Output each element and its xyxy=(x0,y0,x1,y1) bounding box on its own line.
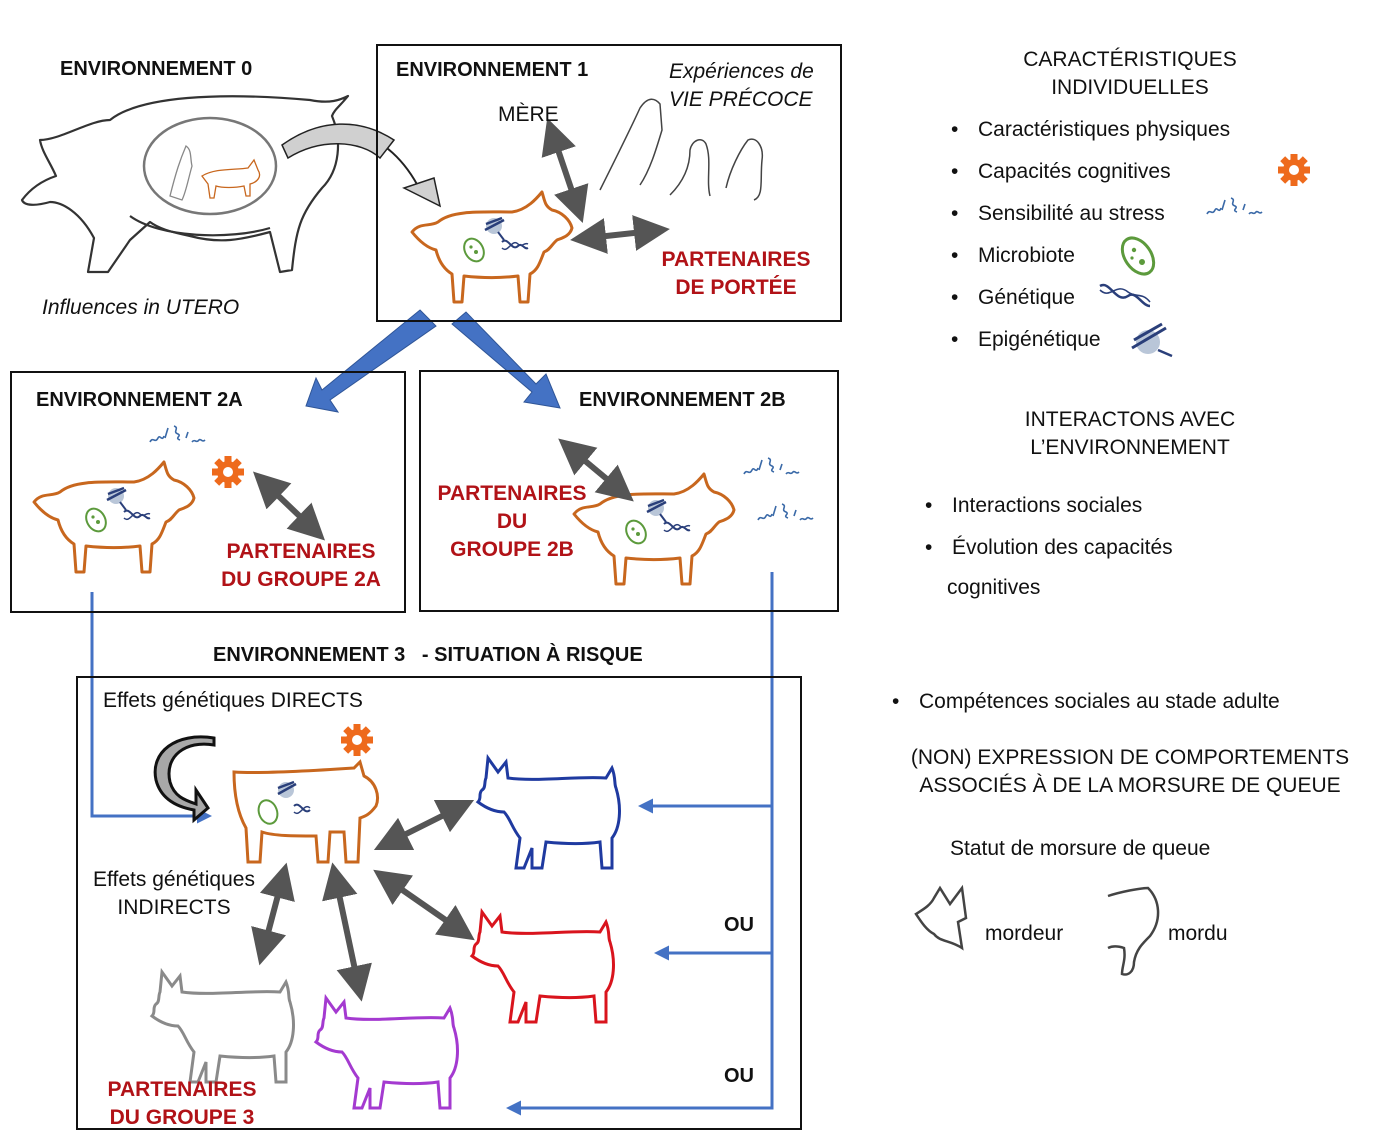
env0-title: ENVIRONNEMENT 0 xyxy=(60,58,253,80)
env1-box xyxy=(376,44,842,322)
direct-effect-curved-arrow xyxy=(153,735,216,824)
individual-characteristics-list: Caractéristiques physiques Capacités cog… xyxy=(951,116,1230,368)
group2a-interaction-arrow xyxy=(252,471,326,541)
in-utero-caption: Influences in UTERO xyxy=(42,296,240,319)
group2b-partners-label: PARTENAIRES DU GROUPE 2B xyxy=(428,480,596,564)
list-item-adult-social-skills: Compétences sociales au stade adulte xyxy=(892,688,1280,730)
list-item-physical: Caractéristiques physiques xyxy=(951,116,1230,158)
interaction-heading-line1: INTERACTONS AVEC xyxy=(1024,408,1236,431)
individual-heading-line1: CARACTÉRISTIQUES xyxy=(1023,48,1237,71)
womb-ellipse xyxy=(142,116,278,216)
environment-interactions-list: Interactions sociales Évolution des capa… xyxy=(925,492,1173,576)
indirect-effects-line2: INDIRECTS xyxy=(117,896,231,919)
individual-characteristics-heading: CARACTÉRISTIQUES INDIVIDUELLES xyxy=(1000,46,1260,102)
biter-label: mordeur xyxy=(985,922,1064,945)
litter-interaction-arrow xyxy=(570,215,670,254)
env3-box xyxy=(76,676,802,1130)
in-utero-to-env1-arrow xyxy=(281,123,442,208)
legend-biter-head-icon xyxy=(914,884,968,951)
interaction-heading-line2: L’ENVIRONNEMENT xyxy=(1030,436,1230,459)
group2a-partners-line1: PARTENAIRES xyxy=(226,540,376,563)
group2a-partners-line2: DU GROUPE 2A xyxy=(221,568,381,591)
list-item-cognitive: Capacités cognitives xyxy=(951,158,1230,200)
env3-subtitle: - SITUATION À RISQUE xyxy=(421,644,643,666)
sow-illustration xyxy=(20,94,350,274)
flow-arrow-env1-to-env2b xyxy=(451,311,561,409)
litter-partners-line2: DE PORTÉE xyxy=(675,276,797,299)
legend-gear-icon xyxy=(1278,154,1310,186)
env3-title-main: ENVIRONNEMENT 3 xyxy=(213,644,406,666)
mother-label: MÈRE xyxy=(498,103,559,126)
group2a-partners-label: PARTENAIRES DU GROUPE 2A xyxy=(208,538,394,594)
or-label-1: OU xyxy=(724,914,754,936)
early-life-piglets-sketch xyxy=(599,98,764,201)
legend-bitten-rear-icon xyxy=(1107,886,1160,976)
list-item-cognitive-evolution: Évolution des capacités xyxy=(925,534,1173,576)
interaction-arrow-purple-pig xyxy=(322,862,372,1002)
env2b-box xyxy=(419,370,839,612)
interaction-arrow-grey-pig xyxy=(251,862,295,966)
group3-partners-label: PARTENAIRES DU GROUPE 3 xyxy=(92,1076,272,1132)
expression-heading-line2: ASSOCIÉS À DE LA MORSURE DE QUEUE xyxy=(919,774,1341,797)
env1-title: ENVIRONNEMENT 1 xyxy=(396,59,589,81)
group2b-partners-line1: PARTENAIRES xyxy=(437,482,587,505)
flow-arrow-env1-to-env2a xyxy=(305,309,437,413)
individual-heading-line2: INDIVIDUELLES xyxy=(1051,76,1209,99)
interaction-arrow-red-pig xyxy=(373,869,475,941)
env2a-title: ENVIRONNEMENT 2A xyxy=(36,389,243,411)
environment-interactions-heading: INTERACTONS AVEC L’ENVIRONNEMENT xyxy=(1000,406,1260,462)
env2a-box xyxy=(10,371,406,613)
flow-line-env2b-to-env3-purple xyxy=(506,572,774,1116)
indirect-effects-label: Effets génétiques INDIRECTS xyxy=(84,866,264,922)
indirect-effects-line1: Effets génétiques xyxy=(93,868,255,891)
list-item-microbiota: Microbiote xyxy=(951,242,1230,284)
adult-competence-list: Compétences sociales au stade adulte xyxy=(892,688,1280,730)
or-label-2: OU xyxy=(724,1065,754,1087)
litter-partners-line1: PARTENAIRES xyxy=(661,248,811,271)
early-life-line1: Expériences de xyxy=(669,60,814,83)
group2b-interaction-arrow xyxy=(558,438,634,502)
expression-heading-line1: (NON) EXPRESSION DE COMPORTEMENTS xyxy=(910,746,1350,769)
behaviour-expression-heading: (NON) EXPRESSION DE COMPORTEMENTS ASSOCI… xyxy=(884,744,1376,800)
early-life-line2: VIE PRÉCOCE xyxy=(669,88,813,111)
list-item-epigenetics: Epigénétique xyxy=(951,326,1230,368)
direct-effects-label: Effets génétiques DIRECTS xyxy=(103,689,363,712)
env2b-title: ENVIRONNEMENT 2B xyxy=(579,389,786,411)
cognitive-evolution-continuation: cognitives xyxy=(947,576,1041,599)
group2b-partners-line3: GROUPE 2B xyxy=(450,538,574,561)
list-item-social-interactions: Interactions sociales xyxy=(925,492,1173,534)
interaction-arrow-blue-pig xyxy=(373,799,475,851)
flow-line-env2a-to-env3 xyxy=(90,592,212,824)
list-item-stress: Sensibilité au stress xyxy=(951,200,1230,242)
focal-pig-env3 xyxy=(232,759,379,864)
litter-partners-label: PARTENAIRES DE PORTÉE xyxy=(648,246,824,302)
group2b-partners-line2: DU xyxy=(496,510,528,533)
bitten-label: mordu xyxy=(1168,922,1228,945)
tail-biting-status-heading: Statut de morsure de queue xyxy=(950,837,1211,860)
group3-partners-line1: PARTENAIRES xyxy=(107,1078,257,1101)
list-item-genetics: Génétique xyxy=(951,284,1230,326)
group3-partners-line2: DU GROUPE 3 xyxy=(109,1106,255,1129)
env3-title: ENVIRONNEMENT 3 - SITUATION À RISQUE xyxy=(213,644,643,667)
mother-interaction-arrow xyxy=(541,117,589,224)
